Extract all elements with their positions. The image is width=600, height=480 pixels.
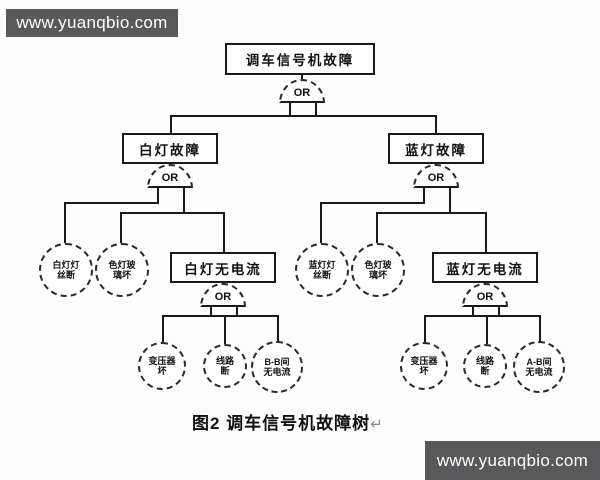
connector [64,202,159,204]
event-blue-filament: 蓝灯灯 丝断 [295,243,349,297]
event-blue-ab-line2: 无电流 [525,367,553,377]
event-blue-line-break: 线路 断 [463,344,507,388]
connector [472,306,474,316]
paragraph-return-mark: ↵ [370,416,384,433]
or-gate-blue-current-label: OR [476,291,494,303]
event-blue-glass: 色灯玻 璃坏 [351,243,405,297]
connector [301,74,303,80]
connector [183,187,185,212]
event-white-bb-line1: B-B间 [264,357,290,367]
watermark-top: www.yuanqbio.com [6,9,178,37]
or-gate-blue-current: OR [462,283,508,307]
connector [162,315,164,342]
connector [424,315,541,317]
or-gate-blue-label: OR [427,172,445,184]
event-white-transformer-line1: 变压器 [148,356,176,366]
event-blue-line-break-line2: 断 [480,366,490,376]
event-blue-ab-no-current: A-B间 无电流 [513,341,565,393]
event-white-bb-line2: 无电流 [263,367,291,377]
connector [376,212,378,244]
connector [120,212,225,214]
watermark-top-text: www.yuanqbio.com [16,13,168,32]
connector [170,115,437,117]
watermark-bottom: www.yuanqbio.com [425,441,600,480]
white-fault-box: 白灯故障 [122,133,218,164]
event-blue-transformer-line2: 坏 [419,366,429,376]
or-gate-root: OR [279,79,325,103]
root-fault-label: 调车信号机故障 [245,53,355,68]
connector [539,315,541,342]
connector [485,212,487,252]
event-white-line-break-line2: 断 [220,366,230,376]
event-white-transformer: 变压器 坏 [138,342,186,390]
white-fault-label: 白灯故障 [139,142,201,158]
blue-fault-label: 蓝灯故障 [405,142,467,158]
connector [435,115,437,133]
event-white-glass-line1: 色灯玻 [108,260,136,270]
connector [449,187,451,212]
figure-caption: 图2 调车信号机故障树↵ [192,409,452,434]
connector [157,187,159,202]
connector [423,187,425,202]
connector [315,102,317,116]
blue-fault-box: 蓝灯故障 [388,133,484,164]
event-white-line-break: 线路 断 [203,344,247,388]
or-gate-root-label: OR [293,87,311,99]
or-gate-blue: OR [413,164,459,188]
blue-no-current-label: 蓝灯无电流 [446,261,524,277]
connector [320,202,322,244]
connector [424,315,426,342]
connector [289,102,291,116]
connector [236,306,238,316]
event-blue-filament-line1: 蓝灯灯 [308,260,336,270]
event-blue-glass-line2: 璃坏 [368,270,387,280]
event-white-line-break-line1: 线路 [215,356,234,366]
event-blue-transformer: 变压器 坏 [400,342,448,390]
connector [162,315,279,317]
event-white-bb-no-current: B-B间 无电流 [251,341,303,393]
connector [277,315,279,342]
or-gate-white-current-label: OR [214,291,232,303]
event-blue-glass-line1: 色灯玻 [364,260,392,270]
event-white-filament: 白灯灯 丝断 [39,243,93,297]
event-white-glass-line2: 璃坏 [112,270,131,280]
event-blue-filament-line2: 丝断 [312,270,331,280]
blue-no-current-box: 蓝灯无电流 [432,252,538,283]
connector [376,212,487,214]
event-white-filament-line2: 丝断 [56,270,75,280]
white-no-current-label: 白灯无电流 [184,261,262,277]
root-fault-box: 调车信号机故障 [225,43,375,75]
connector [170,115,172,133]
event-blue-transformer-line1: 变压器 [410,356,438,366]
connector [210,306,212,316]
watermark-bottom-text: www.yuanqbio.com [436,450,589,470]
or-gate-white-current: OR [200,283,246,307]
event-white-filament-line1: 白灯灯 [52,260,80,270]
event-blue-ab-line1: A-B间 [526,357,552,367]
connector [320,202,425,204]
white-no-current-box: 白灯无电流 [170,252,276,283]
or-gate-white-label: OR [161,172,179,184]
event-white-glass: 色灯玻 璃坏 [95,243,149,297]
connector [64,202,66,244]
figure-caption-text: 图2 调车信号机故障树 [192,414,371,433]
connector [224,315,226,344]
event-white-transformer-line2: 坏 [157,366,167,376]
event-blue-line-break-line1: 线路 [475,356,494,366]
connector [486,315,488,344]
connector [498,306,500,316]
connector [223,212,225,252]
or-gate-white: OR [147,164,193,188]
connector [120,212,122,244]
